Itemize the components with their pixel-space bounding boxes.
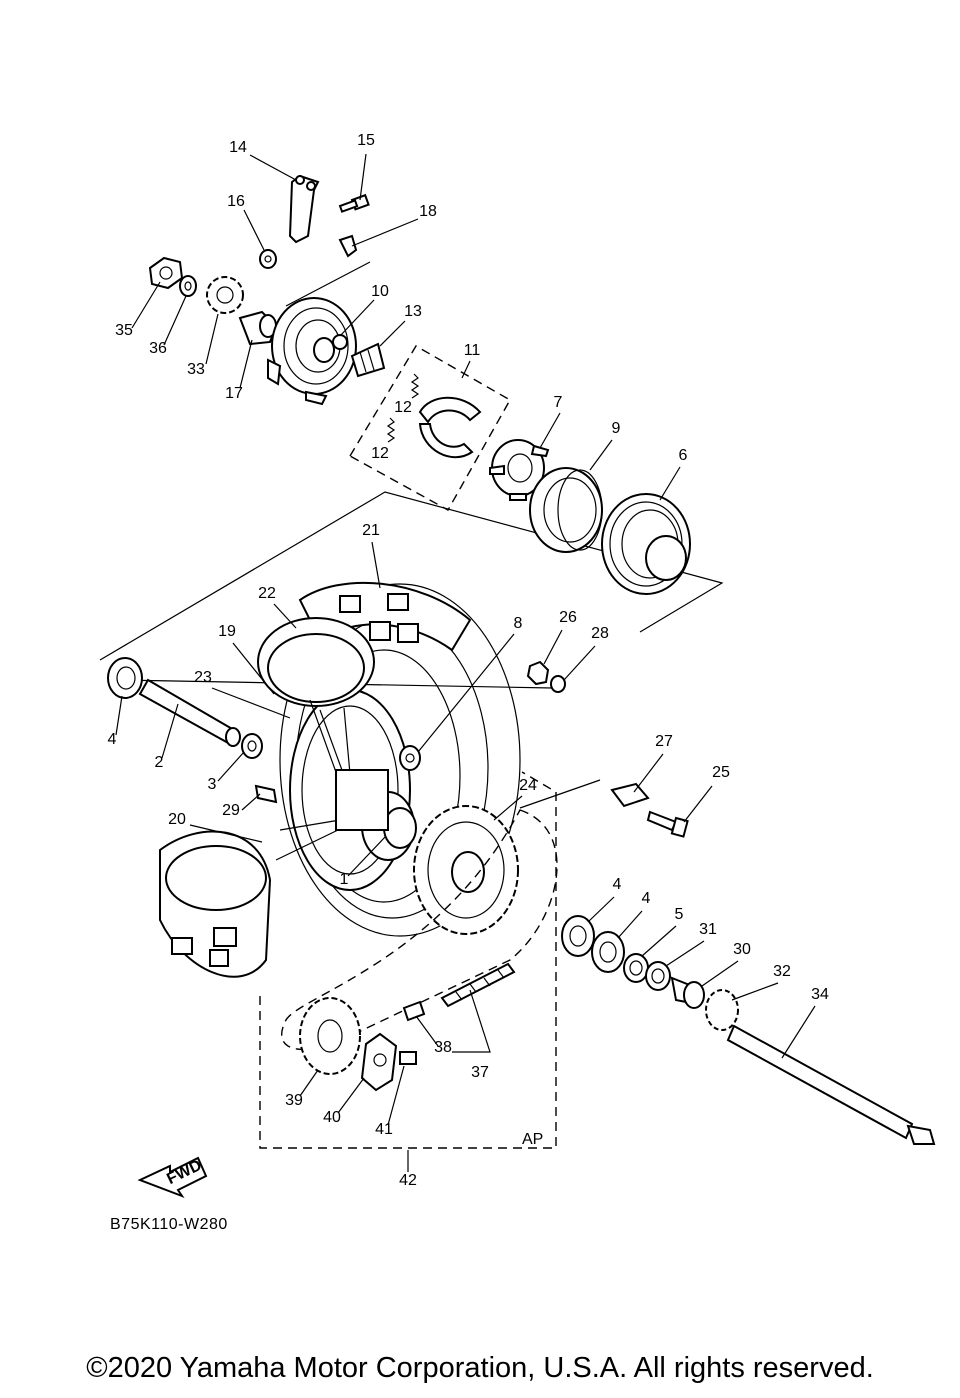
oil-seal-5-part: [623, 953, 649, 983]
callout-c5: 5: [675, 906, 684, 923]
plate-40-part: [360, 1032, 398, 1092]
callout-c33: 33: [187, 361, 205, 378]
axle-nut-35-part: [148, 256, 184, 290]
callout-c1: 1: [340, 871, 349, 888]
collar-3-part: [241, 733, 263, 759]
spacer-2-part: [138, 678, 241, 747]
callout-c11: 11: [464, 342, 481, 359]
rim-band-22-part: [257, 617, 375, 707]
callout-c16: 16: [227, 193, 245, 210]
callout-c40: 40: [323, 1109, 341, 1126]
callout-c30: 30: [733, 941, 751, 958]
callout-c21: 21: [362, 522, 380, 539]
callout-c35: 35: [115, 322, 133, 339]
drive-chain-outline: [281, 809, 558, 1051]
callout-c37: 37: [471, 1064, 489, 1081]
callout-leaders: [115, 153, 816, 1172]
callout-c10: 10: [371, 283, 389, 300]
callout-c24: 24: [519, 777, 537, 794]
forward-direction-arrow-icon: FWD: [137, 1156, 208, 1199]
callout-c6: 6: [679, 447, 688, 464]
bolt-41-part: [399, 1051, 417, 1065]
rear-sprocket-24-part: [413, 805, 519, 935]
clutch-hub-7-part: [489, 439, 550, 501]
drive-sprocket-39-part: [299, 997, 361, 1075]
callout-c23: 23: [194, 669, 212, 686]
callout-c14: 14: [229, 139, 247, 156]
callout-c4b: 4: [613, 876, 622, 893]
bearing-4-left-part: [107, 657, 143, 699]
drum-cover-6-part: [601, 493, 691, 595]
hub-1-part: [275, 699, 417, 861]
callout-c42: 42: [399, 1172, 417, 1189]
copyright-notice: ©2020 Yamaha Motor Corporation, U.S.A. A…: [86, 1352, 874, 1384]
callout-c27: 27: [655, 733, 673, 750]
callout-c13: 13: [404, 303, 422, 320]
callout-c4c: 4: [642, 890, 651, 907]
callout-c34: 34: [811, 986, 829, 1003]
collar-17-part: [238, 310, 278, 346]
callout-c19: 19: [218, 623, 236, 640]
callout-c12b: 12: [371, 445, 389, 462]
callout-c9: 9: [612, 420, 621, 437]
bolt-25-part: [646, 810, 689, 838]
rear-wheel-exploded-diagram: FWD AP 141516181013111212353633177962122…: [99, 132, 936, 1199]
callout-c26: 26: [559, 609, 577, 626]
camshaft-13-part: [350, 342, 386, 378]
callout-c28: 28: [591, 625, 609, 642]
spring-12-part: [386, 373, 420, 443]
axle-34-part: [726, 1024, 936, 1145]
callout-c32: 32: [773, 963, 791, 980]
nut-16-part: [259, 249, 277, 269]
collar-31-part: [645, 961, 671, 991]
brake-shoe-11-part: [418, 396, 482, 459]
callout-c41: 41: [375, 1121, 393, 1138]
callout-c7: 7: [554, 394, 563, 411]
chain-puller-27-part: [610, 782, 650, 808]
brake-drum-9-part: [529, 467, 603, 553]
nut-8-part: [399, 745, 421, 771]
callout-c38: 38: [434, 1039, 452, 1056]
callout-c29: 29: [222, 802, 240, 819]
drive-chain-kit-42-box: [259, 771, 557, 1149]
callout-c36: 36: [149, 340, 167, 357]
joint-38-part: [402, 1000, 426, 1022]
callout-c2: 2: [155, 754, 164, 771]
callout-c31: 31: [699, 921, 717, 938]
callout-c22: 22: [258, 585, 276, 602]
wear-indicator-18-part: [338, 234, 358, 258]
bolt-29-part: [254, 784, 278, 804]
callout-c17: 17: [225, 385, 243, 402]
sprocket-32-part: [705, 989, 739, 1031]
diagram-code: B75K110-W280: [110, 1216, 228, 1233]
brake-camshaft-lever-part: [288, 174, 320, 244]
bearing-4-right-b-part: [591, 931, 625, 973]
callout-c25: 25: [712, 764, 730, 781]
washer-36-part: [179, 275, 197, 297]
collar-33-part: [206, 276, 244, 314]
bearing-4-right-a-part: [561, 915, 595, 957]
callout-c4a: 4: [108, 731, 117, 748]
collar-30-part: [670, 976, 705, 1009]
nut-26-part: [526, 660, 550, 686]
callout-c3: 3: [208, 776, 217, 793]
bolt-15-part: [338, 193, 370, 213]
callout-c8: 8: [514, 615, 523, 632]
chain-37-part: [440, 962, 516, 1008]
callout-c12a: 12: [394, 399, 412, 416]
brake-shoe-plate-10-part: [267, 297, 357, 406]
callout-c20: 20: [168, 811, 186, 828]
callout-c15: 15: [357, 132, 375, 149]
washer-28-part: [550, 675, 566, 693]
callout-c39: 39: [285, 1092, 303, 1109]
callout-c18: 18: [419, 203, 437, 220]
assembly-tag-ap: AP: [522, 1131, 543, 1148]
